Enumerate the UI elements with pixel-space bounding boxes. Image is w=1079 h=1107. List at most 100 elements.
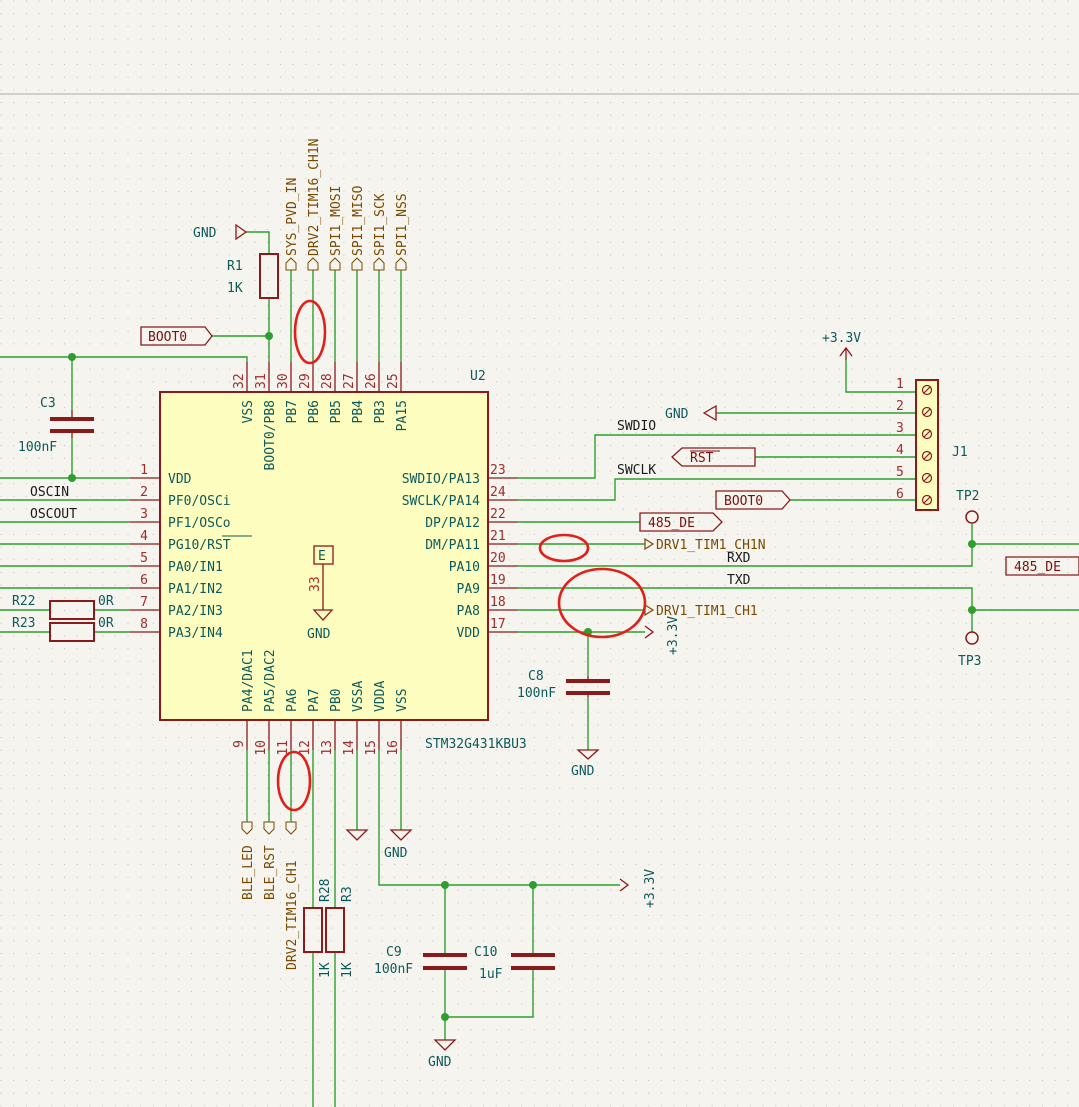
r23-value: 0R: [98, 616, 114, 631]
pin-number: 13: [320, 740, 335, 756]
label-spi1-nss: SPI1_NSS: [395, 193, 410, 256]
ep-name: E: [318, 549, 326, 564]
pin-name: PB7: [285, 400, 300, 423]
resistor-r1[interactable]: R1 1K: [227, 253, 279, 299]
pin-number: 28: [320, 373, 335, 389]
c10-value: 1uF: [479, 967, 503, 982]
gnd-label: GND: [665, 407, 689, 422]
r3-value: 1K: [340, 962, 355, 978]
pin-name: DP/PA12: [425, 516, 480, 531]
r28-ref: R28: [318, 879, 333, 902]
label-text: 485_DE: [648, 516, 695, 531]
pin-number: 24: [490, 485, 506, 500]
r22-value: 0R: [98, 594, 114, 609]
gnd-vssa: [345, 829, 369, 841]
label-spi1-miso: SPI1_MISO: [351, 185, 366, 256]
r23-ref: R23: [12, 616, 35, 631]
v33-j1: +3.3V: [822, 331, 861, 360]
gnd-label: GND: [193, 226, 217, 241]
gnd-label: GND: [384, 846, 408, 861]
c10-ref: C10: [474, 945, 497, 960]
capacitor-c3[interactable]: C3 100nF: [18, 396, 94, 455]
global-label-boot0-left: BOOT0: [140, 326, 213, 346]
c8-value: 100nF: [517, 686, 556, 701]
tp3-ref: TP3: [958, 654, 981, 669]
red-highlight-marks: [276, 299, 647, 812]
pin-number: 7: [140, 595, 148, 610]
pin-name: VSS: [395, 689, 410, 712]
pin-number: 31: [254, 373, 269, 389]
global-label-485-de: 485_DE: [639, 512, 723, 532]
pin-name: PA8: [457, 604, 480, 619]
mcu-top-pin-lines: [246, 362, 402, 392]
highlight-pb6: [293, 299, 327, 365]
label-drv2-tim16-ch1: DRV2_TIM16_CH1: [285, 860, 300, 970]
pin-number: 1: [140, 463, 148, 478]
resistor-r23[interactable]: R23 0R: [12, 616, 114, 642]
pin-name: PA5/DAC2: [263, 649, 278, 712]
pin-name: PA0/IN1: [168, 560, 223, 575]
r1-value: 1K: [227, 281, 243, 296]
tp2-ref: TP2: [956, 489, 979, 504]
testpoint-tp3[interactable]: TP3: [958, 631, 981, 669]
resistor-r3[interactable]: R3 1K: [325, 886, 355, 978]
pin-name: PA9: [457, 582, 480, 597]
connector-j1[interactable]: J1 1 2 3 4 5 6: [896, 377, 968, 511]
pin-name: VDD: [168, 472, 192, 487]
v33-vdda: +3.3V: [619, 869, 658, 908]
capacitor-c9[interactable]: C9 100nF: [374, 945, 467, 977]
capacitor-c8[interactable]: C8 100nF: [517, 669, 610, 701]
pin-name: PB6: [307, 400, 322, 423]
pin-name: PB0: [329, 689, 344, 712]
mcu-exposed-pad: E 33 GND: [307, 545, 334, 642]
top-hier-labels: SYS_PVD_IN DRV2_TIM16_CH1N SPI1_MOSI SPI…: [285, 139, 410, 271]
global-label-rst: RST: [671, 447, 756, 467]
label-sys-pvd-in: SYS_PVD_IN: [285, 178, 300, 256]
bottom-hier-labels: BLE_LED BLE_RST DRV2_TIM16_CH1: [241, 821, 300, 970]
j1-pin-number: 1: [896, 377, 904, 392]
label-ble-led: BLE_LED: [241, 845, 256, 900]
capacitor-c10[interactable]: C10 1uF: [474, 945, 555, 982]
gnd-j1: GND: [665, 404, 717, 422]
pin-name: PA4/DAC1: [241, 649, 256, 712]
c3-ref: C3: [40, 396, 56, 411]
mcu-right-pin-lines: [488, 477, 518, 633]
j1-pin-number: 3: [896, 421, 904, 436]
mcu-u2[interactable]: U2 STM32G431KBU3: [159, 369, 527, 752]
pin-number: 12: [298, 740, 313, 756]
pin-number: 27: [342, 373, 357, 389]
label-text: DRV1_TIM1_CH1N: [656, 538, 766, 553]
ep-gnd-symbol: [312, 609, 334, 621]
label-text: BOOT0: [148, 330, 187, 345]
j1-pin-number: 4: [896, 443, 904, 458]
mcu-bottom-pin-lines: [246, 720, 402, 750]
pin-number: 2: [140, 485, 148, 500]
v33-label: +3.3V: [643, 869, 658, 908]
mcu-body: [159, 391, 489, 721]
pin-name: PB3: [373, 400, 388, 423]
pin-number: 18: [490, 595, 506, 610]
resistor-r28[interactable]: R28 1K: [303, 879, 333, 978]
label-text: RST: [690, 451, 714, 466]
pin-number: 30: [276, 373, 291, 389]
highlight-pa6: [276, 750, 312, 812]
c3-value: 100nF: [18, 440, 57, 455]
r22-ref: R22: [12, 594, 35, 609]
resistor-r22[interactable]: R22 0R: [12, 594, 114, 620]
pin-number: 21: [490, 529, 506, 544]
v33-label: +3.3V: [666, 616, 681, 655]
testpoint-tp2[interactable]: TP2: [956, 489, 979, 524]
c9-value: 100nF: [374, 962, 413, 977]
net-oscout: OSCOUT: [30, 507, 77, 522]
net-labels: OSCIN OSCOUT SWDIO SWCLK RXD TXD: [30, 419, 751, 588]
r3-ref: R3: [340, 886, 355, 902]
net-txd: TXD: [727, 573, 751, 588]
pin-name: PA2/IN3: [168, 604, 223, 619]
pin-name: SWCLK/PA14: [402, 494, 480, 509]
pin-number: 17: [490, 617, 506, 632]
j1-ref: J1: [952, 445, 968, 460]
r28-value: 1K: [318, 962, 333, 978]
pin-number: 29: [298, 373, 313, 389]
net-rxd: RXD: [727, 551, 751, 566]
